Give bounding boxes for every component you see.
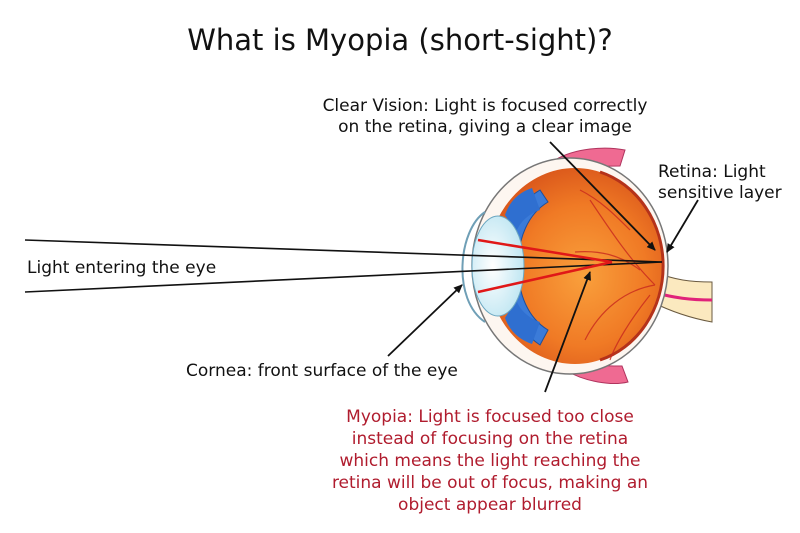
clear-vision-arrow xyxy=(549,141,656,251)
cornea xyxy=(461,211,486,323)
myopia-line-3: which means the light reaching the xyxy=(339,451,641,471)
page-title: What is Myopia (short-sight)? xyxy=(187,23,613,57)
myopia-line-2: instead of focusing on the retina xyxy=(351,429,629,449)
light-ray-bottom xyxy=(24,261,663,293)
myopia-arrow xyxy=(544,271,591,393)
iris-upper-band xyxy=(505,188,540,232)
retina-label: Retina: Light sensitive layer xyxy=(658,162,782,204)
retina-line-1: Retina: Light xyxy=(658,162,766,182)
myopia-line-5: object appear blurred xyxy=(398,495,582,515)
retina-line-2: sensitive layer xyxy=(658,183,782,203)
myopia-line-4: retina will be out of focus, making an xyxy=(331,473,649,493)
lens xyxy=(471,215,525,317)
clear-vision-line-2: on the retina, giving a clear image xyxy=(338,117,632,137)
clear-vision-line-1: Clear Vision: Light is focused correctly xyxy=(322,96,648,116)
cornea-arrow xyxy=(387,284,463,357)
myopia-label: Myopia: Light is focused too close inste… xyxy=(280,406,700,516)
retina-arrow xyxy=(666,199,699,253)
iris-lower-band xyxy=(505,300,540,344)
myopia-ray-bottom xyxy=(477,260,613,294)
myopia-line-1: Myopia: Light is focused too close xyxy=(346,407,634,427)
blood-vessels xyxy=(574,189,656,361)
retina-layer xyxy=(599,170,665,362)
clear-vision-label: Clear Vision: Light is focused correctly… xyxy=(306,96,664,138)
cornea-label: Cornea: front surface of the eye xyxy=(186,361,458,381)
light-ray-top xyxy=(24,239,663,263)
light-entering-label: Light entering the eye xyxy=(27,258,217,278)
myopia-ray-top xyxy=(477,238,613,264)
